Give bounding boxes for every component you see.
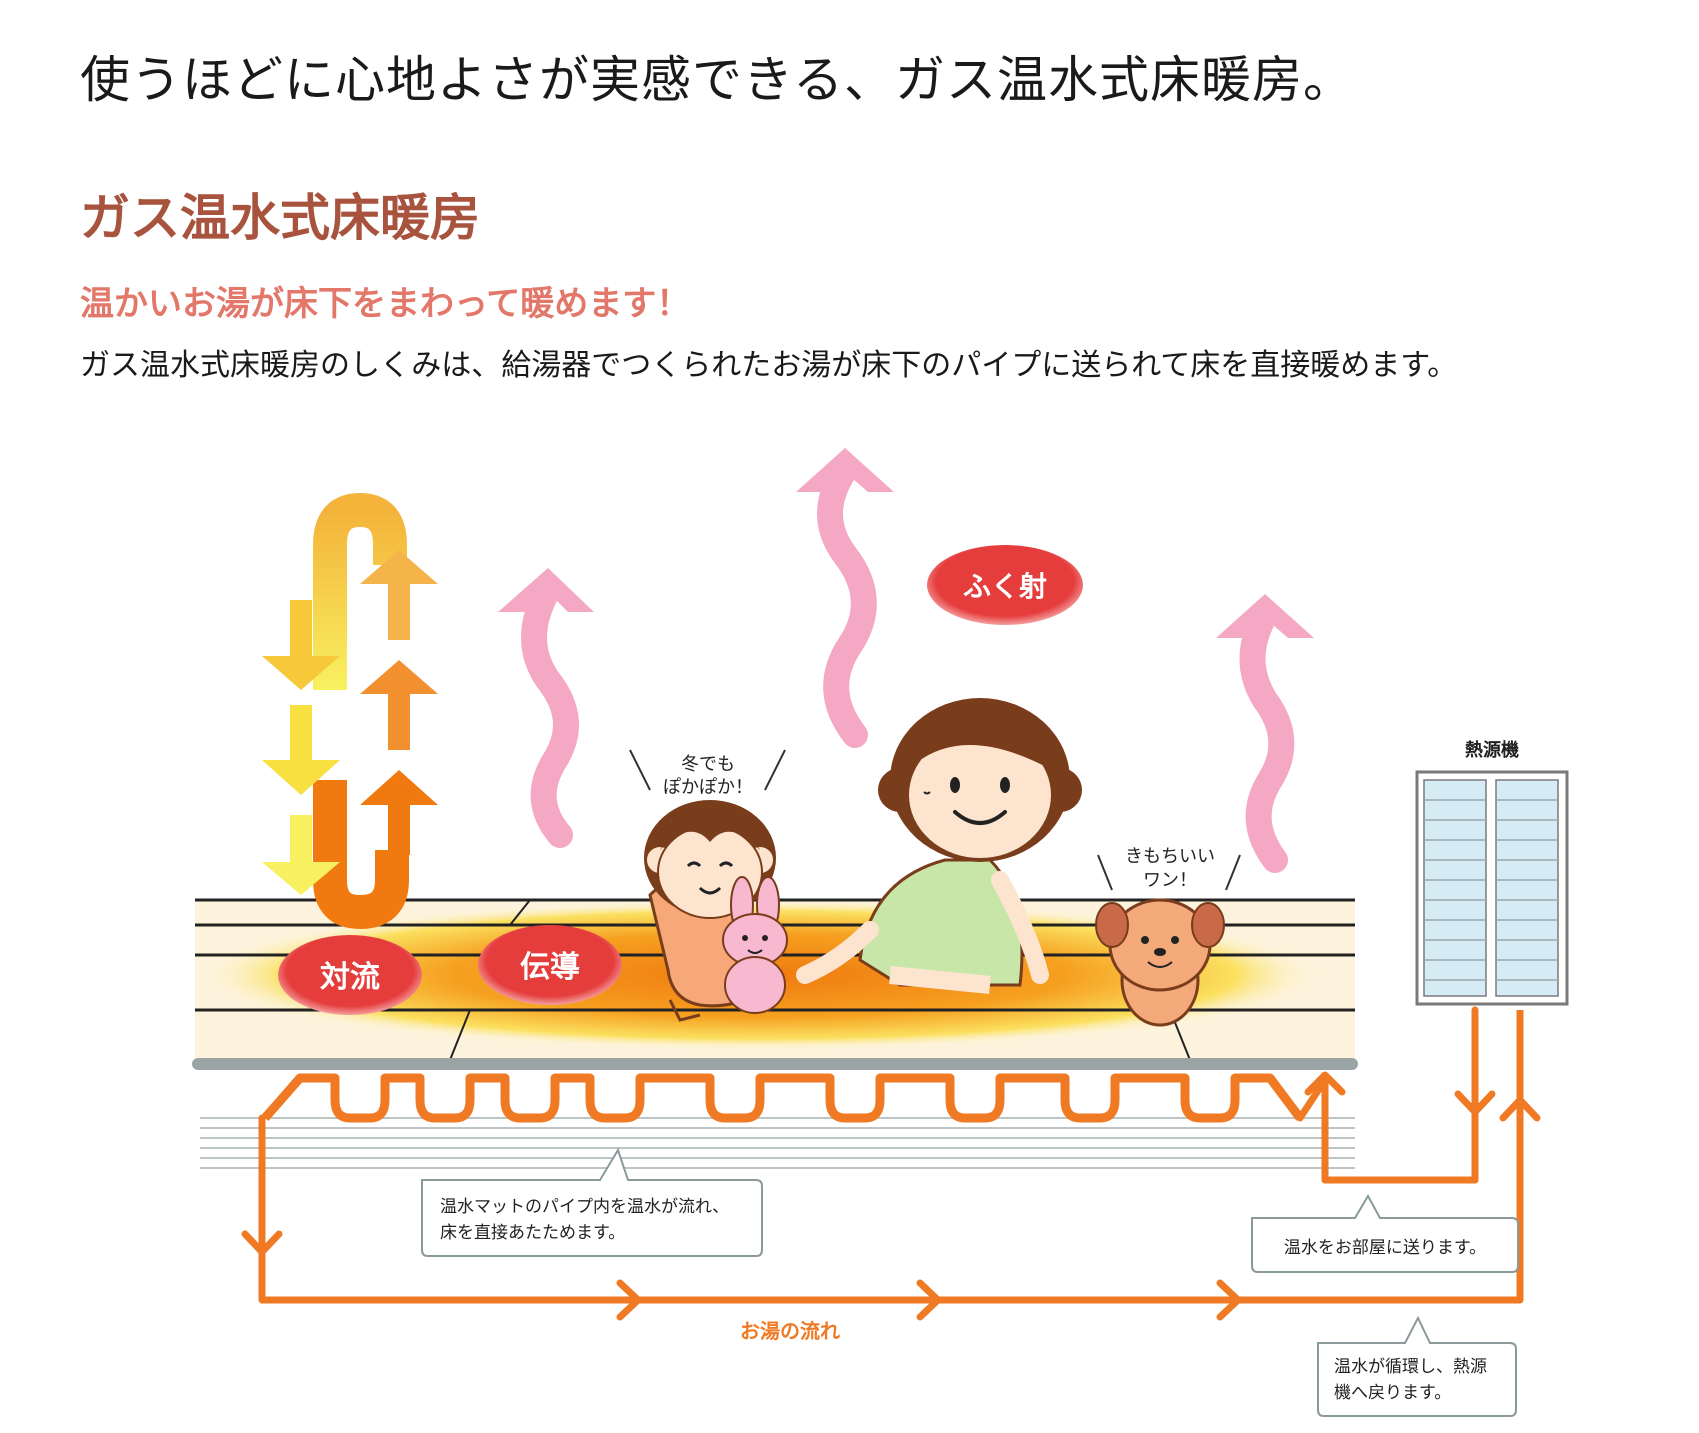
convection-badge: 対流 [278, 935, 422, 1015]
mat-callout-line1: 温水マットのパイプ内を温水が流れ、 [440, 1197, 729, 1217]
conduction-label: 伝導 [520, 950, 580, 985]
return-callout-line2: 機へ戻ります。 [1334, 1383, 1451, 1403]
radiation-badge: ふく射 [927, 545, 1083, 625]
girl-speech-line2: ぽかぽか！ [663, 777, 753, 798]
send-callout-text: 温水をお部屋に送ります。 [1284, 1238, 1486, 1258]
conduction-badge: 伝導 [478, 925, 622, 1005]
dog-speech-line1: きもちいい [1125, 846, 1215, 867]
radiation-arrows [521, 457, 1295, 873]
dog-illustration [1095, 898, 1225, 1027]
heat-source-label: 熱源機 [1465, 739, 1519, 761]
radiation-arrowhead-left [498, 568, 594, 612]
section-title: ガス温水式床暖房 [80, 189, 480, 247]
mat-callout: 温水マットのパイプ内を温水が流れ、 床を直接あたためます。 [421, 1147, 763, 1257]
girl-speech: 冬でも ぽかぽか！ [629, 749, 786, 798]
radiation-label: ふく射 [963, 570, 1047, 603]
return-callout: 温水が循環し、熱源 機へ戻ります。 [1317, 1315, 1517, 1417]
return-callout-line1: 温水が循環し、熱源 [1334, 1357, 1487, 1377]
water-flow-label: お湯の流れ [740, 1319, 840, 1343]
dog-speech-line2: ワン！ [1143, 870, 1197, 891]
woman-illustration [796, 698, 1082, 994]
dog-speech: きもちいい ワン！ [1097, 846, 1241, 891]
heat-source-unit: 熱源機 [1415, 739, 1569, 1006]
send-callout: 温水をお部屋に送ります。 [1251, 1193, 1519, 1273]
headline: 使うほどに心地よさが実感できる、ガス温水式床暖房。 [80, 51, 1354, 109]
description: ガス温水式床暖房のしくみは、給湯器でつくられたお湯が床下のパイプに送られて床を直… [80, 348, 1458, 383]
girl-speech-line1: 冬でも [681, 754, 735, 775]
water-flow-pipe [241, 1006, 1541, 1321]
radiation-arrowhead-center [796, 448, 894, 492]
mat-callout-line2: 床を直接あたためます。 [440, 1223, 625, 1243]
radiation-arrowhead-right [1216, 594, 1314, 638]
hot-water-mat [200, 1070, 1355, 1170]
convection-label: 対流 [320, 960, 380, 995]
subtitle: 温かいお湯が床下をまわって暖めます！ [80, 284, 691, 324]
girl-illustration [644, 800, 788, 1022]
convection-arrows [262, 492, 438, 930]
